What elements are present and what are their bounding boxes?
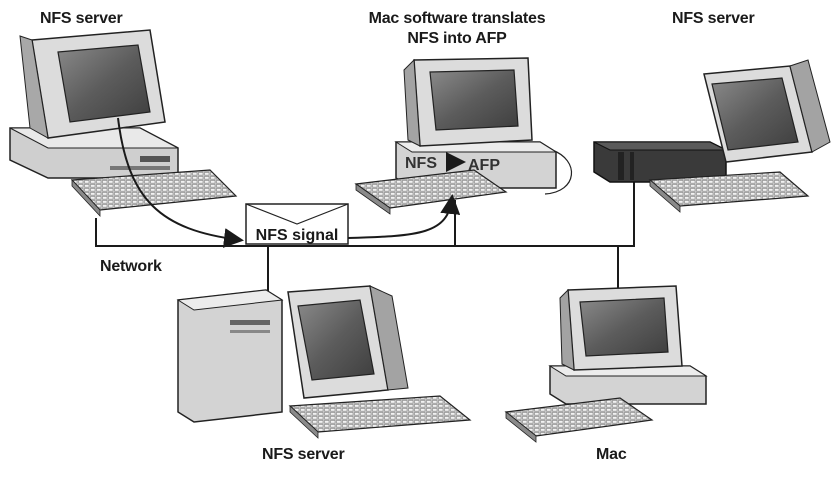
nfs-server-top-right	[593, 59, 831, 213]
nfs-to-afp-screen-label-nfs: NFS	[405, 155, 437, 172]
signal-flow-arrow-from-server	[117, 117, 244, 248]
nfs-server-bottom	[176, 285, 472, 439]
nfs-to-afp-screen-label-afp: AFP	[468, 157, 500, 174]
nfs-signal-label: NFS signal	[256, 227, 339, 244]
label-mac-translator-line2: NFS into AFP	[407, 30, 507, 47]
mac-bottom	[504, 285, 708, 443]
label-mac-bottom: Mac	[596, 446, 627, 463]
nfs-signal-envelope: NFS signal	[245, 203, 349, 245]
network-backbone	[95, 178, 635, 247]
signal-flow-arrow-to-mac	[347, 194, 461, 239]
label-mac-translator-line1: Mac software translates	[368, 10, 546, 27]
label-nfs-server-bottom: NFS server	[262, 446, 345, 463]
label-nfs-server-top-right: NFS server	[672, 10, 755, 27]
label-nfs-server-top-left: NFS server	[40, 10, 123, 27]
label-network: Network	[100, 258, 162, 275]
nfs-server-top-left	[9, 29, 238, 218]
mac-translator: NFS AFP	[354, 57, 572, 215]
